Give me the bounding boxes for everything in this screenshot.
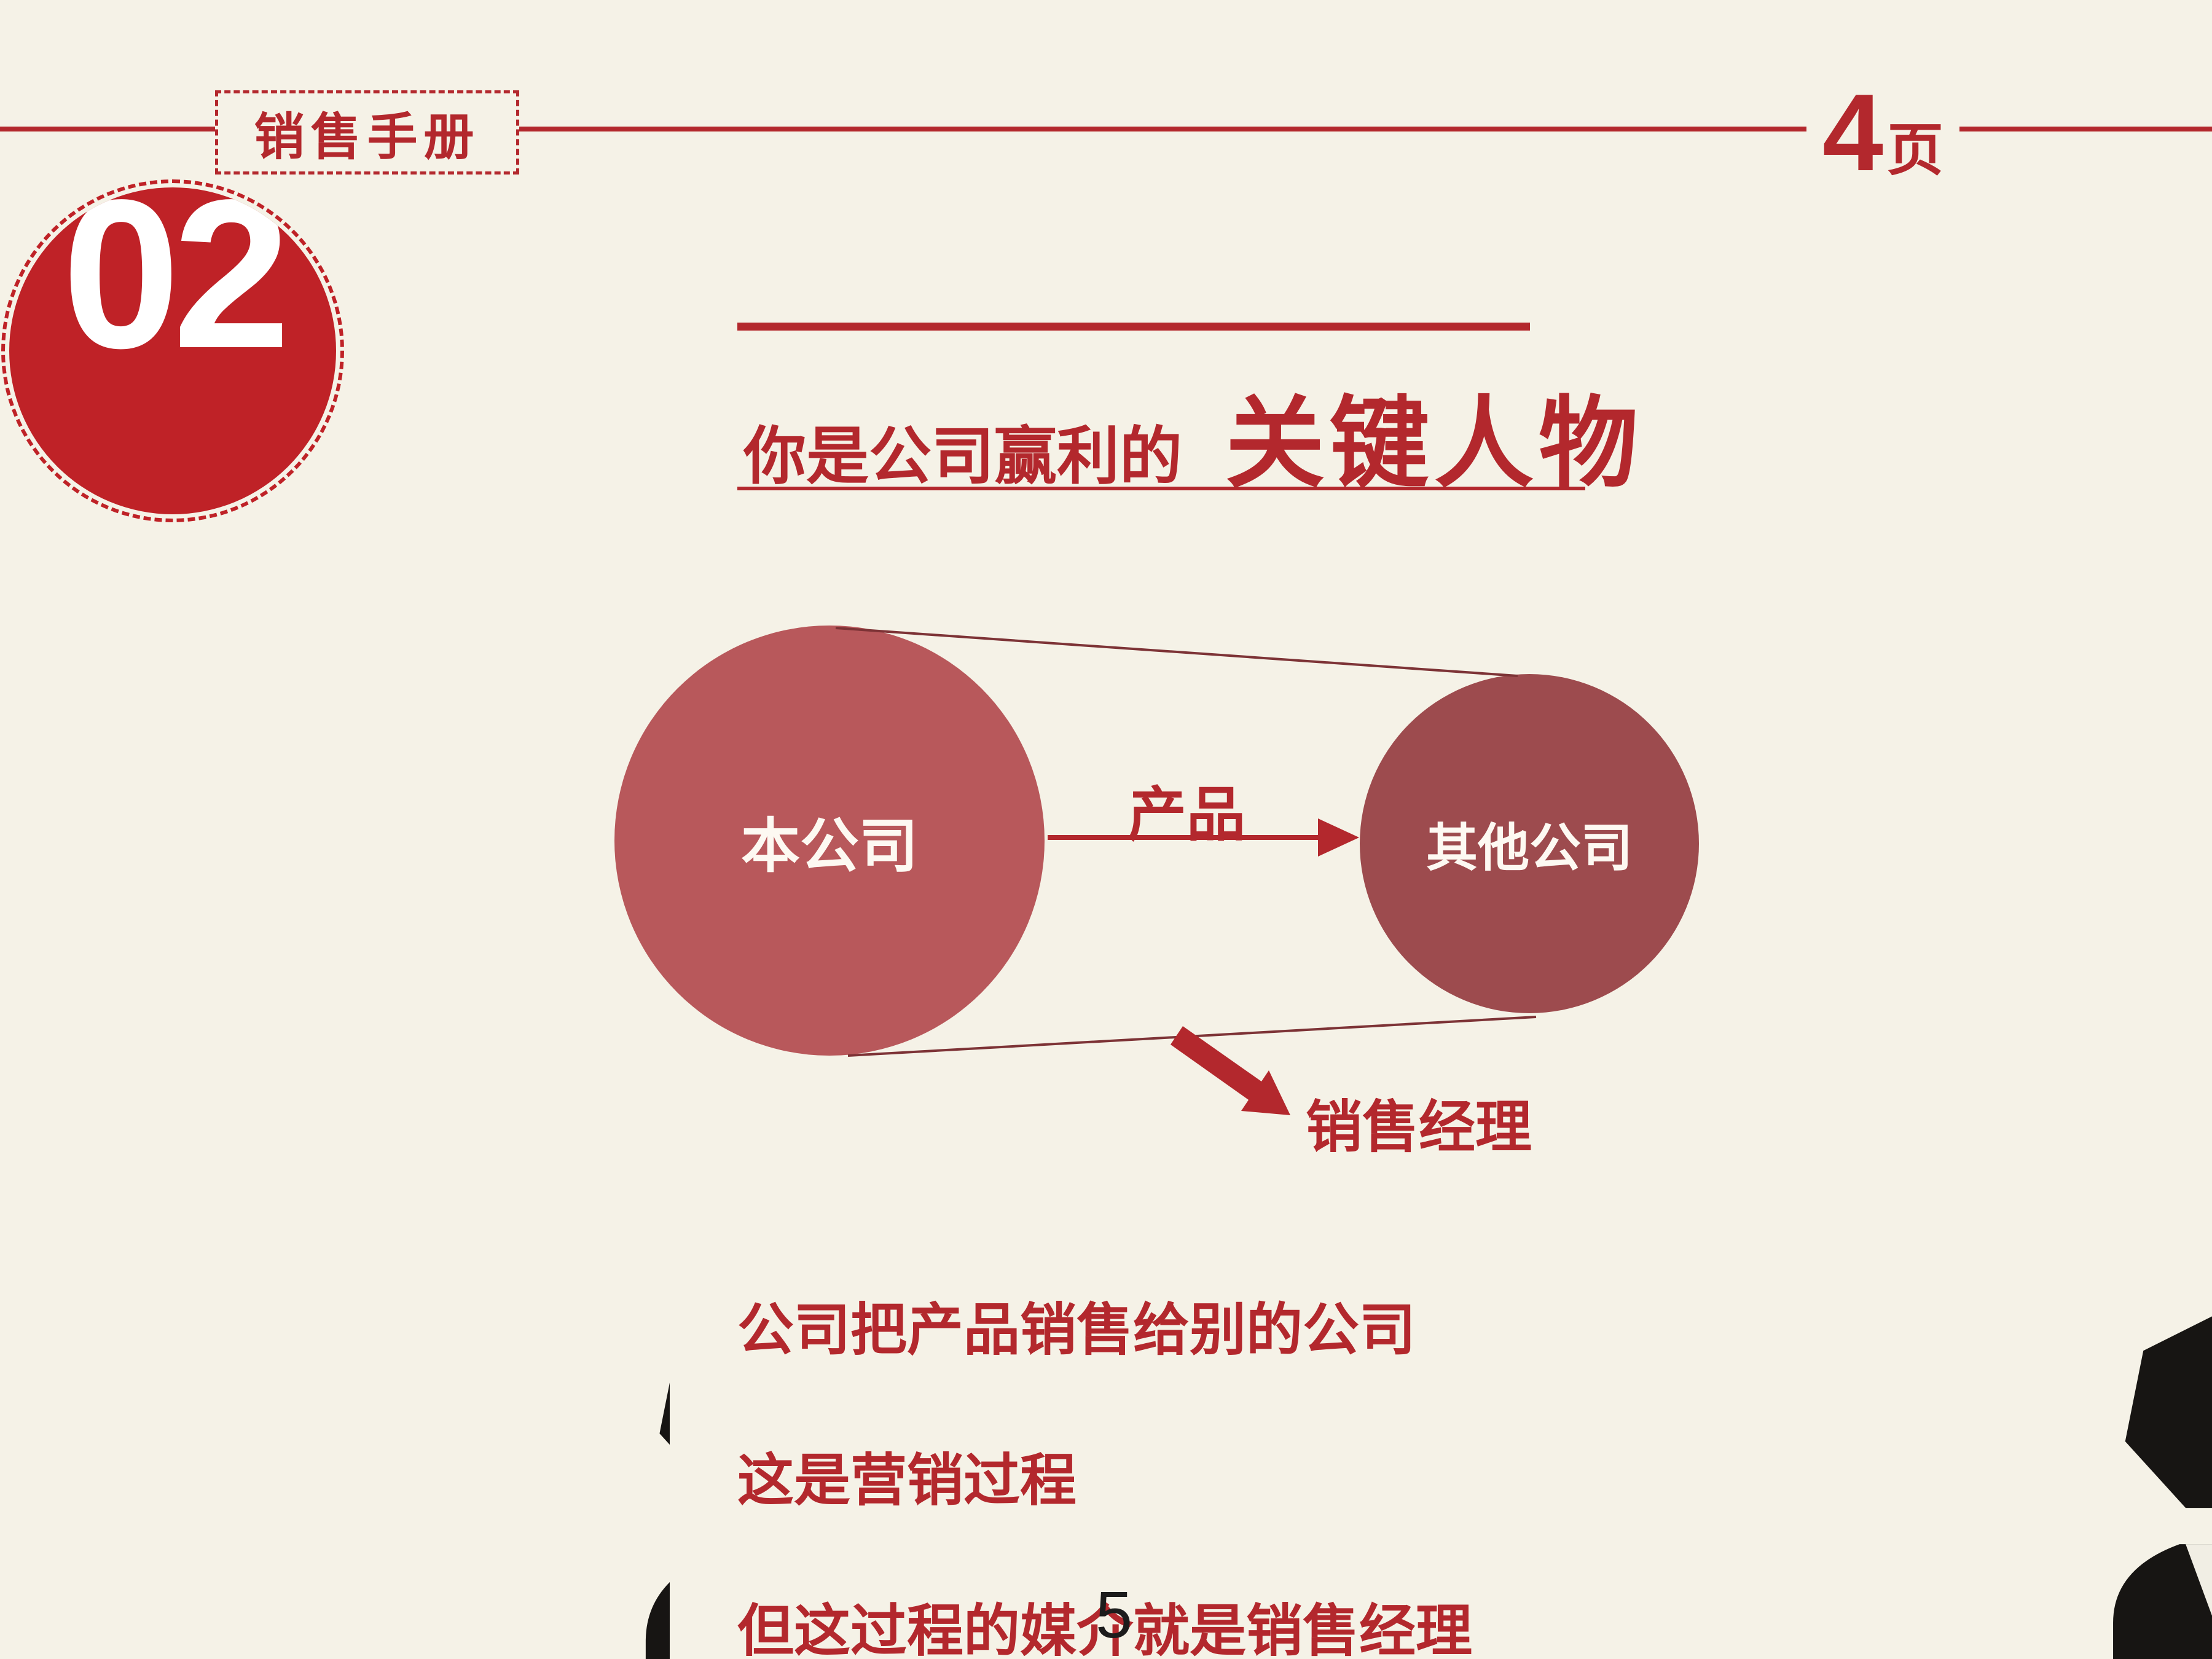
body-line: 公司把产品销售给别的公司 [737, 1299, 1416, 1362]
manager-label: 销售经理 [1306, 1096, 1532, 1159]
company-circle-right: 其他公司 [1360, 674, 1699, 1013]
manual-label: 销售手册 [254, 109, 480, 165]
belt-line-bottom [847, 1016, 1537, 1057]
section-badge: 02 [9, 187, 336, 514]
body-line: 这是营销过程 [737, 1449, 1077, 1512]
manager-arrow-icon [1171, 1026, 1290, 1115]
company-circle-right-label: 其他公司 [1426, 818, 1633, 877]
title-prefix: 你是公司赢利的 [743, 422, 1182, 492]
page-indicator-unit: 页 [1887, 119, 1944, 182]
section-badge-ring [1, 179, 344, 522]
body-text: 公司把产品销售给别的公司 这是营销过程 但这过程的媒介就是销售经理 [737, 1284, 1536, 1659]
page-indicator-number: 4 [1822, 71, 1883, 194]
people-group-right-icon [1573, 1217, 2212, 1659]
page-indicator: 4 页 [1806, 71, 1960, 194]
title-rule-top [737, 323, 1530, 331]
footer-page-number: 5 [1096, 1577, 1133, 1652]
product-label: 产品 [1128, 782, 1245, 848]
people-group-left-icon [0, 1207, 670, 1659]
section-number: 02 [62, 187, 291, 393]
body-line: 但这过程的媒介就是销售经理 [737, 1600, 1473, 1659]
title-rule-bottom [737, 487, 1585, 490]
company-circle-left-label: 本公司 [741, 813, 918, 879]
company-circle-left: 本公司 [614, 626, 1045, 1056]
manual-label-box: 销售手册 [215, 90, 519, 175]
title-highlight: 关键人物 [1225, 388, 1643, 500]
title: 你是公司赢利的 关键人物 [743, 363, 1665, 507]
product-arrow-head [1318, 818, 1359, 857]
header-rule [0, 127, 2212, 131]
